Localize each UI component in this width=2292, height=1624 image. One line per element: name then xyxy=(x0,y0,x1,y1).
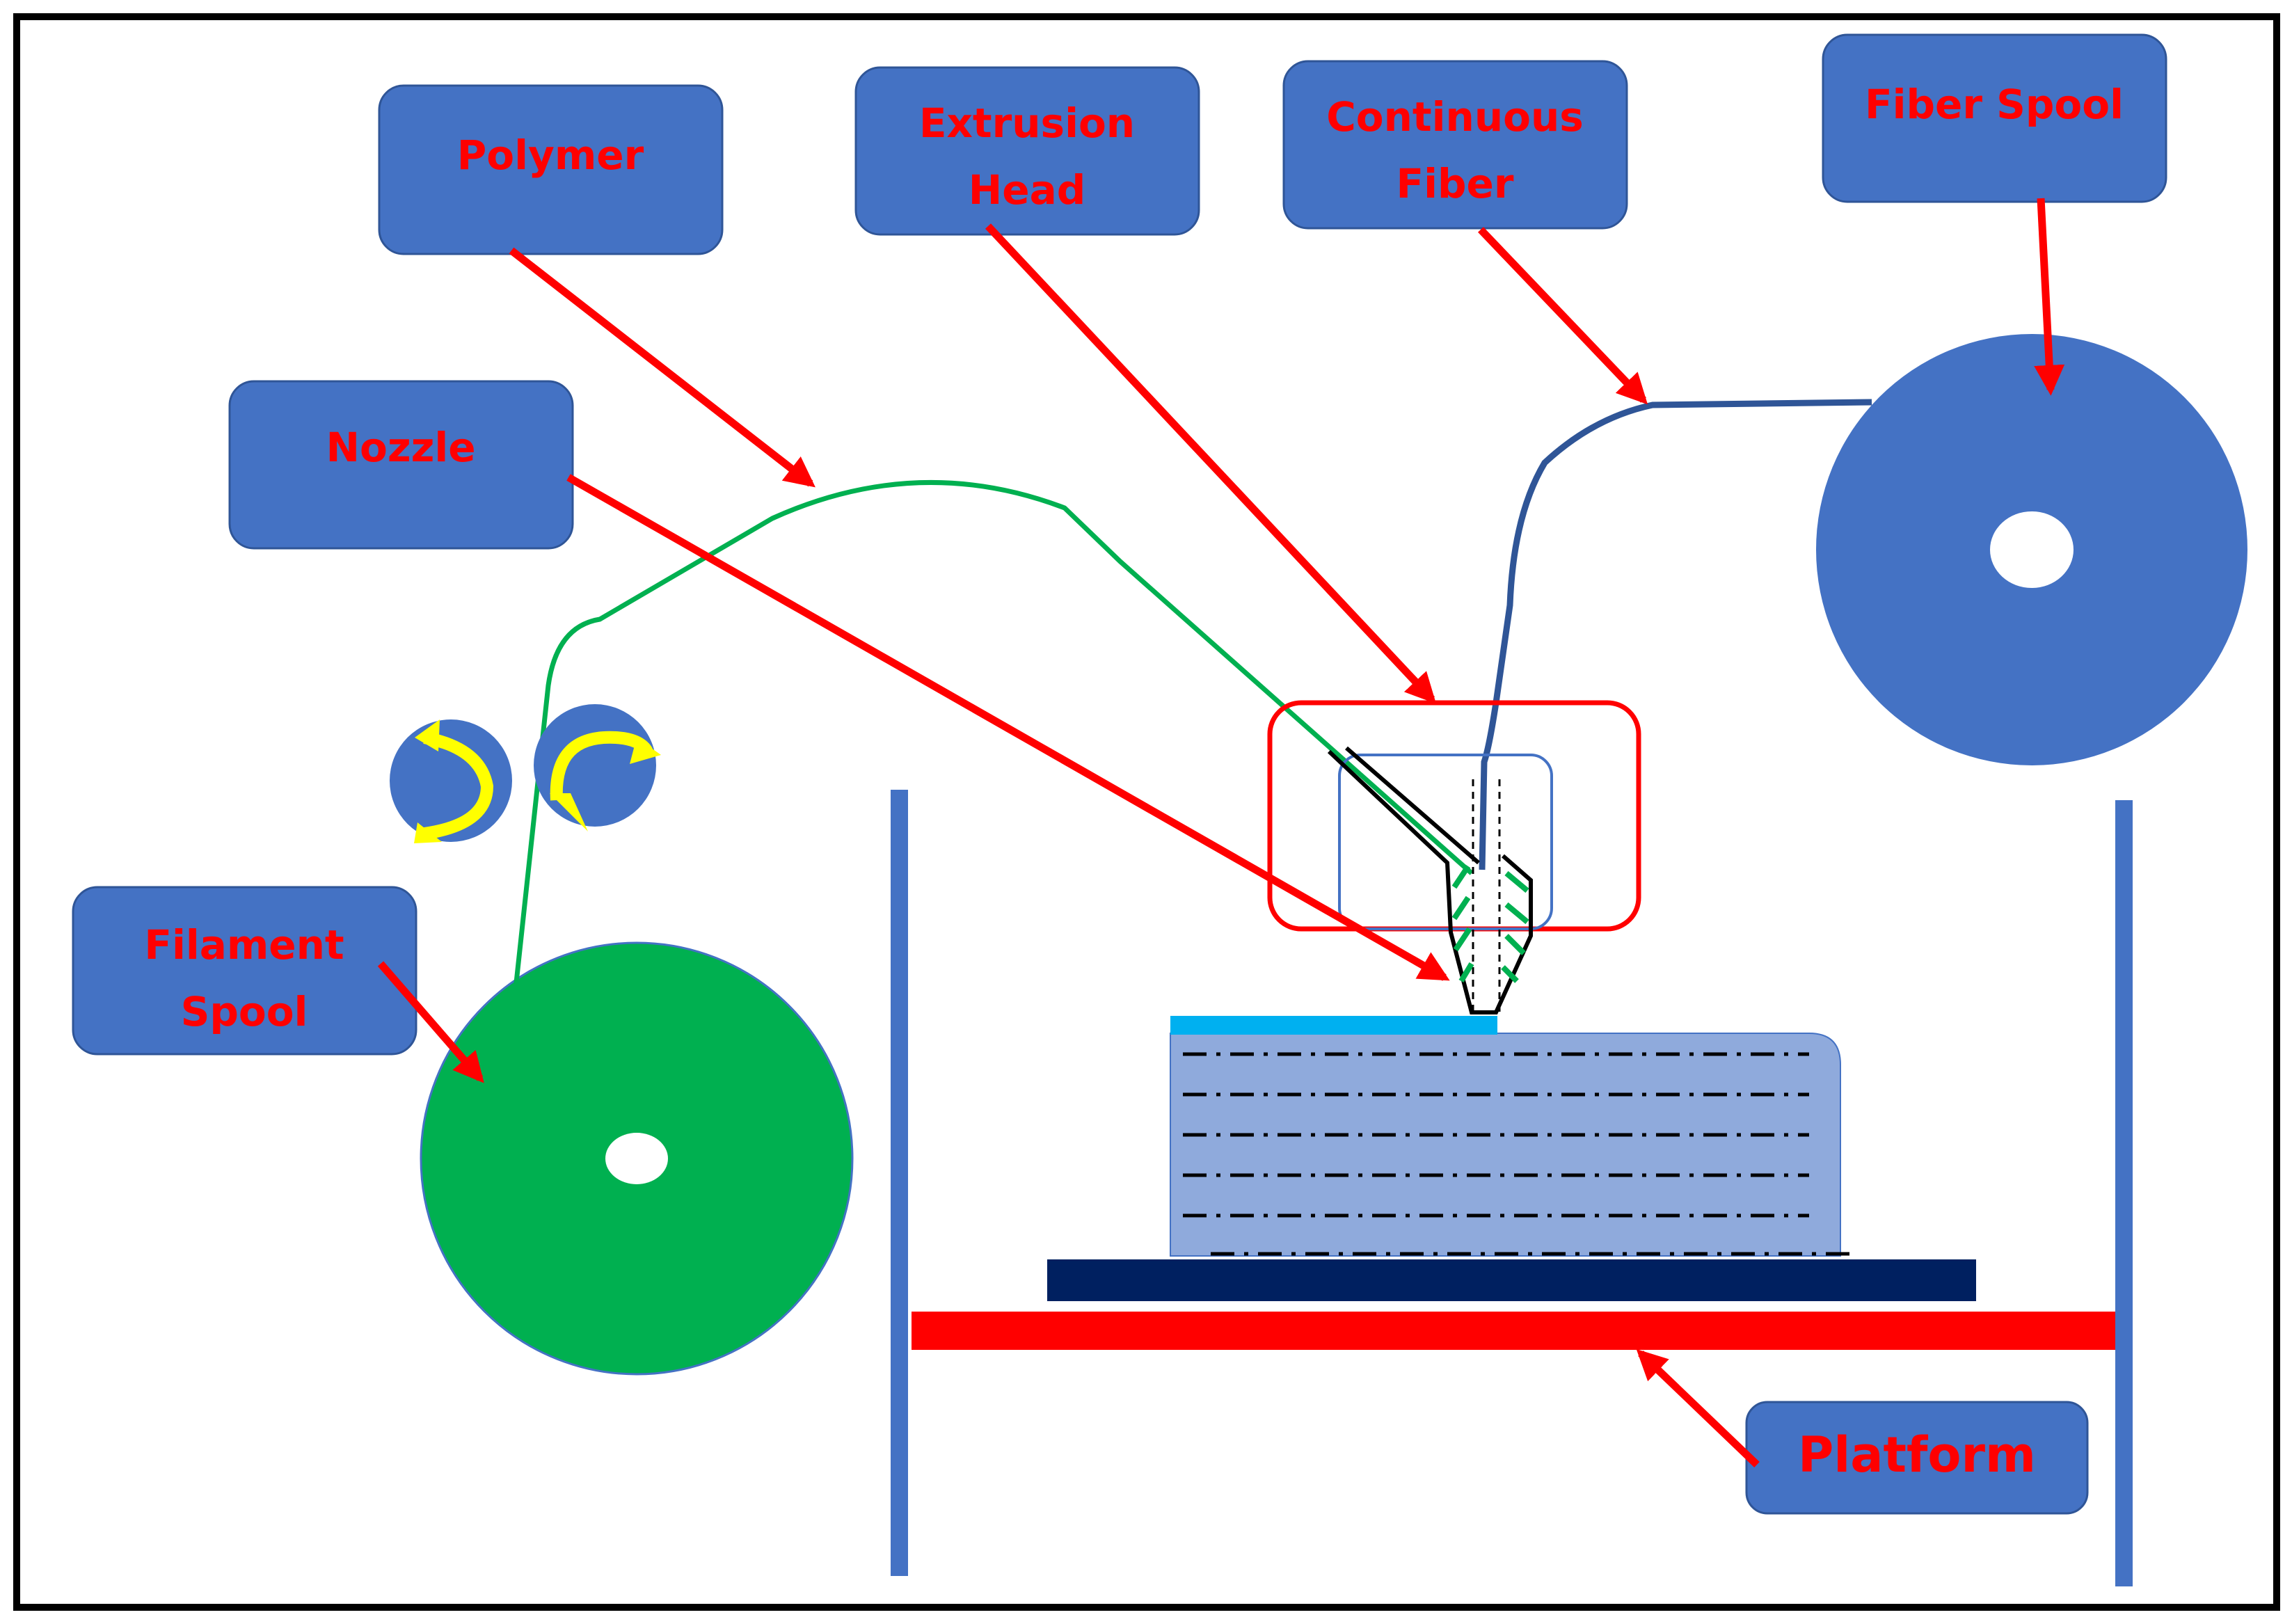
filament-spool-hole xyxy=(605,1133,668,1184)
polymer-label: Polymer xyxy=(457,132,644,179)
polymer-arrow xyxy=(509,247,815,488)
fiber-spool-label: Fiber Spool xyxy=(1865,81,2124,128)
feed-roller-right xyxy=(534,704,661,831)
extrusion-head-arrow xyxy=(985,223,1437,704)
fiber-spool-arrow xyxy=(2034,198,2065,396)
build-bed xyxy=(1047,1259,1976,1301)
filament-spool-arrow xyxy=(377,961,484,1083)
extrusion-head-outline xyxy=(1267,700,1641,932)
continuous-fiber-label-box xyxy=(1282,60,1628,230)
platform-label: Platform xyxy=(1798,1426,2036,1483)
platform-arrow xyxy=(1636,1348,1760,1467)
nozzle-label-box xyxy=(228,380,574,550)
polymer-label-box xyxy=(378,84,724,255)
nozzle-arrow xyxy=(566,474,1450,981)
continuous-fiber-label-line2: Fiber xyxy=(1396,160,1514,207)
enclosure-right-wall xyxy=(2115,800,2133,1586)
frame-border xyxy=(13,13,2280,1611)
extrusion-head-label-line1: Extrusion xyxy=(919,99,1135,147)
pointer-arrows xyxy=(377,198,2065,1467)
polymer-filament-path xyxy=(514,479,1474,983)
enclosure-left-wall xyxy=(891,790,908,1576)
fiber-spool-hole xyxy=(1990,511,2074,588)
printed-part xyxy=(1170,1033,1841,1257)
filament-spool-label-box xyxy=(72,886,417,1056)
printed-top-layer xyxy=(1170,1016,1497,1035)
continuous-fiber-arrow xyxy=(1478,227,1648,405)
fiber-spool-label-box xyxy=(1822,33,2167,203)
extrusion-head-label-box xyxy=(854,66,1200,236)
continuous-fiber-path xyxy=(1479,399,1872,870)
filament-spool-label-line2: Spool xyxy=(181,988,308,1035)
extrusion-head-label-line2: Head xyxy=(969,166,1086,214)
feed-roller-left xyxy=(390,719,512,843)
extrusion-head-inner-box xyxy=(1338,754,1553,930)
fiber-layer-lines xyxy=(1183,1052,1858,1256)
nozzle-label: Nozzle xyxy=(326,424,475,471)
nozzle xyxy=(1327,746,1533,1014)
platform-bar xyxy=(912,1312,2115,1350)
filament-spool-label-line1: Filament xyxy=(144,921,344,969)
continuous-fiber-label-line1: Continuous xyxy=(1326,93,1584,141)
